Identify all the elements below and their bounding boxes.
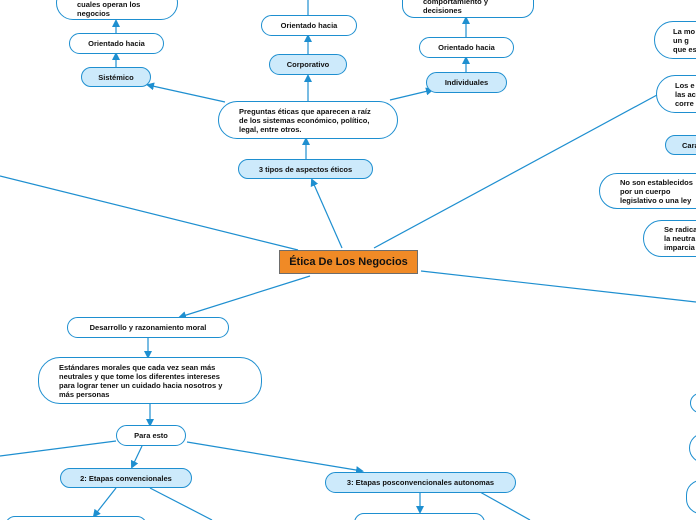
node-preguntas-eticas-label: Preguntas éticas que aparecen a raíz de … [239,106,371,134]
node-right-5[interactable]: Se radica la neutra imparcia [643,220,696,257]
node-individuales-label: Individuales [444,78,489,87]
central-topic[interactable]: Ética De Los Negocios [279,250,418,274]
node-sistemico-text[interactable]: cuales operan los negocios [56,0,178,20]
node-orientado-sistemico-label: Orientado hacia [88,39,145,48]
link-etapas2-down-left [92,487,117,518]
link-central-desarrollo [178,275,311,320]
node-etapas-convencionales-label: 2: Etapas convencionales [80,473,172,483]
node-orientado-corporativo-label: Orientado hacia [280,21,338,30]
link-para-esto-etapas2 [130,445,143,469]
node-right-2-label: Los e las ac corre [675,80,696,108]
node-orientado-individuales-label: Orientado hacia [438,43,495,52]
node-para-esto[interactable]: Para esto [116,425,186,446]
node-tres-tipos-label: 3 tipos de aspectos éticos [258,164,353,174]
link-question-individuales [389,87,434,101]
node-sistemico-label: Sistémico [98,72,134,82]
node-individuales[interactable]: Individuales [426,72,507,93]
node-individuales-text[interactable]: comportamiento y decisiones [402,0,534,18]
link-para-esto-etapas3 [186,441,364,474]
node-right-4[interactable]: No son establecidos por un cuerpo legisl… [599,173,696,209]
link-etapas2-down-right [149,487,213,520]
node-right-3-label: Cara [682,140,696,150]
node-sistemico-text-label: cuales operan los negocios [77,0,141,18]
link-para-esto-left [0,440,117,457]
link-central-right-upper [373,94,658,249]
node-individuales-text-label: comportamiento y decisiones [423,0,489,15]
node-right-4-label: No son establecidos por un cuerpo legisl… [620,177,693,205]
node-estandares[interactable]: Estándares morales que cada vez sean más… [38,357,262,404]
link-central-left [0,175,299,251]
node-etapas-convencionales[interactable]: 2: Etapas convencionales [60,468,192,488]
node-right-3[interactable]: Cara [665,135,696,155]
node-estandares-label: Estándares morales que cada vez sean más… [59,362,223,399]
node-bottom-center[interactable] [354,513,485,520]
link-central-right-lower [420,270,696,303]
node-right-5-label: Se radica la neutra imparcia [664,225,696,252]
node-right-2[interactable]: Los e las ac corre [656,75,696,113]
node-corporativo-label: Corporativo [286,60,330,69]
link-central-tres-tipos [310,178,343,249]
node-bottom-left[interactable] [5,516,147,520]
node-right-1[interactable]: La mo o un g que es [654,21,696,59]
node-right-1-label: La mo o un g que es [673,26,696,54]
node-sistemico[interactable]: Sistémico [81,67,151,87]
node-preguntas-eticas[interactable]: Preguntas éticas que aparecen a raíz de … [218,101,398,139]
node-orientado-sistemico[interactable]: Orientado hacia [69,33,164,54]
node-orientado-individuales[interactable]: Orientado hacia [419,37,514,58]
node-orientado-corporativo[interactable]: Orientado hacia [261,15,357,36]
node-tres-tipos[interactable]: 3 tipos de aspectos éticos [238,159,373,179]
node-corporativo[interactable]: Corporativo [269,54,347,75]
link-etapas3-down-right [479,491,531,520]
node-desarrollo[interactable]: Desarrollo y razonamiento moral [67,317,229,338]
central-topic-label: Ética De Los Negocios [289,256,408,268]
link-question-sistemico [146,82,226,103]
node-desarrollo-label: Desarrollo y razonamiento moral [89,323,207,332]
node-para-esto-label: Para esto [134,431,168,440]
node-etapas-posconvencionales-label: 3: Etapas posconvencionales autonomas [346,478,495,487]
node-etapas-posconvencionales[interactable]: 3: Etapas posconvencionales autonomas [325,472,516,493]
